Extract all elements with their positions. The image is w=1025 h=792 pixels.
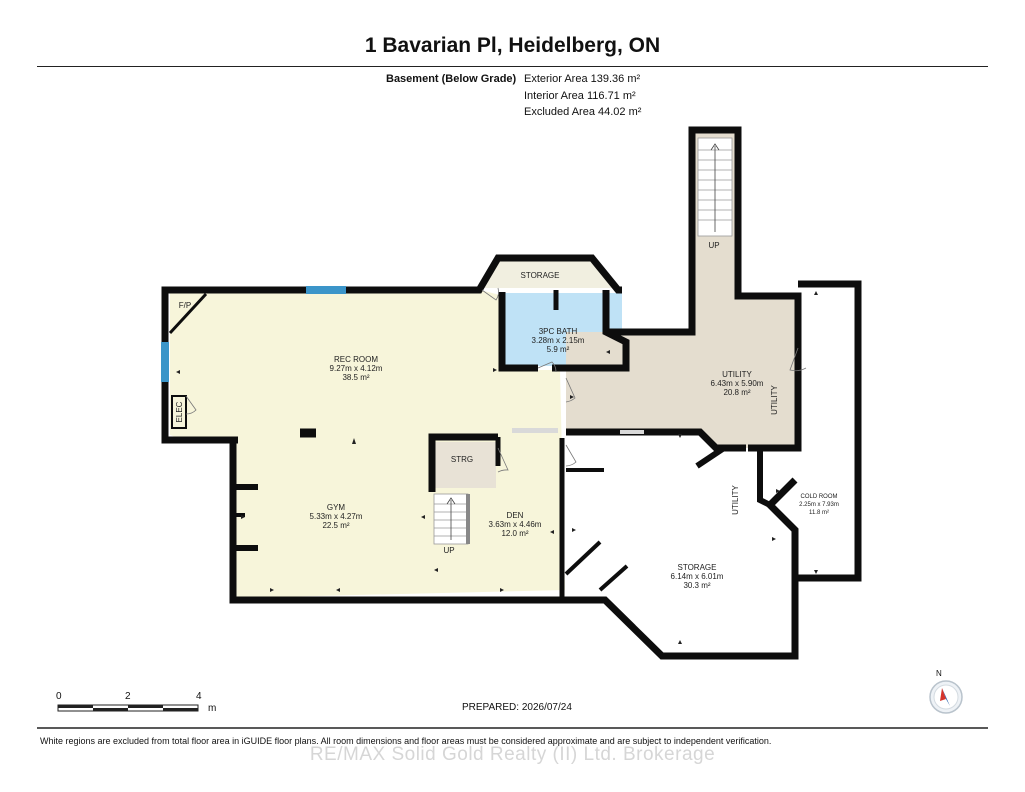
rec-room-dims: 9.27m x 4.12m bbox=[330, 364, 383, 373]
bath-dims: 3.28m x 2.15m bbox=[532, 336, 585, 345]
elec-label: ELEC bbox=[175, 401, 184, 422]
windows bbox=[161, 286, 346, 382]
exterior-area: Exterior Area 139.36 m² bbox=[524, 73, 641, 85]
room-labels: REC ROOM 9.27m x 4.12m 38.5 m² GYM 5.33m… bbox=[175, 241, 839, 590]
stairs-den bbox=[433, 493, 470, 545]
rec-room-area: 38.5 m² bbox=[342, 373, 369, 382]
compass-icon bbox=[929, 680, 963, 714]
utility-floor bbox=[566, 132, 798, 448]
interior-area: Interior Area 116.71 m² bbox=[524, 90, 636, 102]
window-top bbox=[306, 286, 346, 294]
scale-unit: m bbox=[208, 703, 217, 714]
den-area: 12.0 m² bbox=[501, 529, 528, 538]
up-label-den: UP bbox=[443, 546, 454, 555]
bath-wall bbox=[498, 292, 538, 372]
door-swings bbox=[185, 287, 807, 473]
den-dims: 3.63m x 4.46m bbox=[489, 520, 542, 529]
gym-dims: 5.33m x 4.27m bbox=[310, 512, 363, 521]
compass-north-label: N bbox=[936, 669, 942, 678]
cold-room-name: COLD ROOM bbox=[800, 494, 837, 500]
storage-dims: 6.14m x 6.01m bbox=[671, 572, 724, 581]
strg-floor bbox=[434, 442, 496, 488]
utility-side-label-1: UTILITY bbox=[770, 384, 779, 414]
utility-dims: 6.43m x 5.90m bbox=[711, 379, 764, 388]
utility-side-label-2: UTILITY bbox=[731, 484, 740, 514]
utility-wall bbox=[606, 126, 802, 452]
page-title: 1 Bavarian Pl, Heidelberg, ON bbox=[364, 34, 661, 57]
bath-area: 5.9 m² bbox=[547, 345, 570, 354]
storage-top-wall bbox=[474, 254, 622, 294]
storage-name: STORAGE bbox=[678, 563, 717, 572]
gym-area: 22.5 m² bbox=[322, 521, 349, 530]
scale-tick-4: 4 bbox=[196, 691, 202, 702]
utility-area: 20.8 m² bbox=[723, 388, 750, 397]
scale-tick-0: 0 bbox=[56, 691, 62, 702]
wall-markers bbox=[176, 291, 818, 644]
storage-top-floor bbox=[482, 260, 612, 288]
bath-name: 3PC BATH bbox=[539, 327, 578, 336]
strg-wall bbox=[428, 433, 498, 492]
rec-room-name: REC ROOM bbox=[334, 355, 378, 364]
storage-area: 30.3 m² bbox=[683, 581, 710, 590]
disclaimer-text: White regions are excluded from total fl… bbox=[40, 736, 772, 746]
openings bbox=[512, 428, 644, 434]
cold-room-wall bbox=[795, 280, 862, 582]
utility-name: UTILITY bbox=[722, 370, 752, 379]
excluded-area: Excluded Area 44.02 m² bbox=[524, 106, 642, 118]
gym-name: GYM bbox=[327, 503, 346, 512]
den-name: DEN bbox=[507, 511, 524, 520]
header-rule bbox=[37, 66, 988, 67]
scale-bar bbox=[57, 704, 199, 712]
strg-label: STRG bbox=[451, 455, 473, 464]
up-label-utility: UP bbox=[708, 241, 719, 250]
window-left bbox=[161, 342, 169, 382]
fp-label: F/P bbox=[179, 301, 191, 310]
storage-top-label: STORAGE bbox=[521, 271, 560, 280]
cold-room-area: 11.8 m² bbox=[809, 510, 829, 516]
gym-outer-wall bbox=[229, 437, 799, 660]
stairs-utility bbox=[697, 137, 733, 237]
scale-tick-2: 2 bbox=[125, 691, 131, 702]
floor-name: Basement (Below Grade) bbox=[386, 73, 517, 85]
cold-room-dims: 2.25m x 7.93m bbox=[799, 502, 839, 508]
prepared-date: PREPARED: 2026/07/24 bbox=[462, 702, 572, 713]
brokerage-watermark: RE/MAX Solid Gold Realty (II) Ltd. Broke… bbox=[309, 744, 716, 765]
